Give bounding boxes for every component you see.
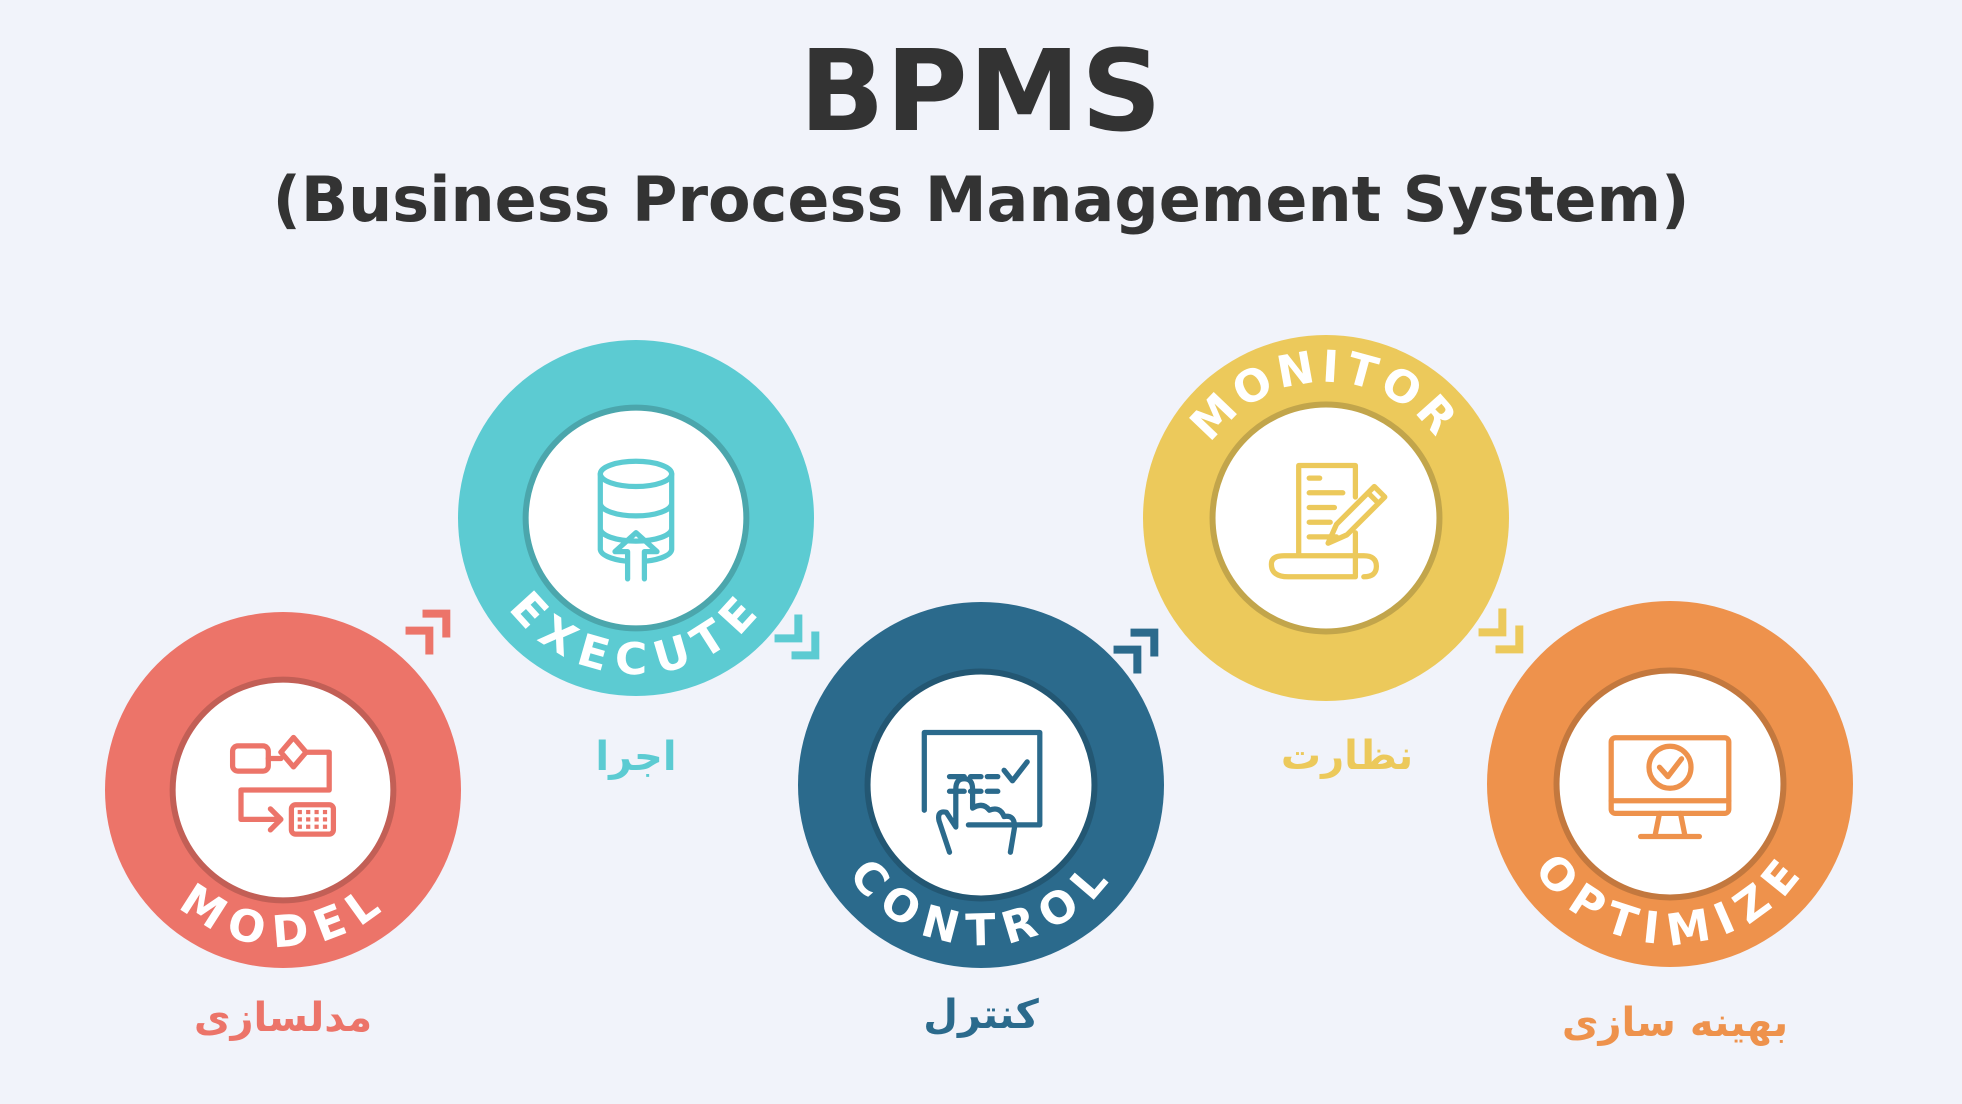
- flowchart-icon: [229, 734, 337, 837]
- stage-control: CONTROL: [798, 602, 1164, 968]
- stage-model-persian-label: مدلسازی: [193, 995, 373, 1041]
- document-pen-icon: [1268, 462, 1388, 580]
- page-title: BPMS: [799, 27, 1163, 157]
- page-subtitle: (Business Process Management System): [272, 163, 1690, 236]
- stage-monitor-inner: [1209, 401, 1443, 635]
- double-chevron-down-right-icon: [1478, 608, 1524, 654]
- stage-monitor: MONITOR: [1143, 335, 1509, 701]
- stage-optimize-persian-label: بهینه سازی: [1561, 1000, 1789, 1046]
- stage-optimize: OPTIMIZE: [1487, 601, 1853, 967]
- stage-control-inner: [864, 668, 1098, 902]
- touch-checklist-icon: [921, 729, 1043, 855]
- monitor-check-icon: [1608, 735, 1732, 840]
- stage-control-persian-label: کنترل: [923, 992, 1039, 1038]
- stage-model: MODEL: [105, 612, 461, 968]
- stage-execute-persian-label: اجرا: [595, 734, 677, 780]
- double-chevron-up-right-icon: [405, 609, 451, 655]
- stage-monitor-persian-label: نظارت: [1280, 733, 1414, 779]
- double-chevron-up-right-icon: [1113, 628, 1159, 674]
- database-upload-icon: [597, 458, 675, 582]
- stage-optimize-inner: [1553, 667, 1787, 901]
- stage-execute: EXECUTE: [458, 340, 814, 696]
- double-chevron-down-right-icon: [774, 614, 820, 660]
